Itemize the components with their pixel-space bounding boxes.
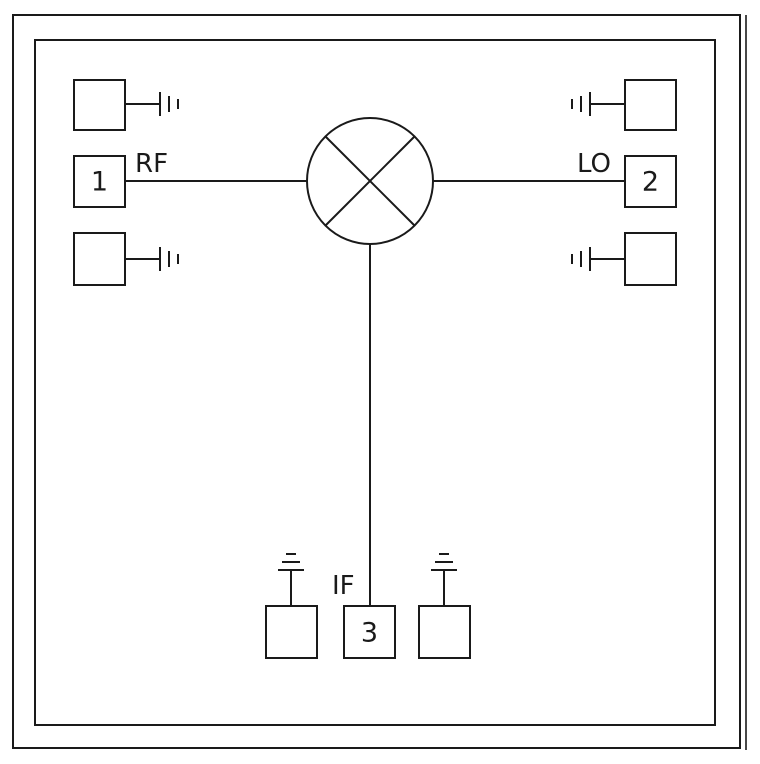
rf-port-label: RF bbox=[135, 149, 168, 179]
lo-pin-pad: 2 bbox=[624, 155, 677, 208]
if-ground-pad-left bbox=[265, 553, 318, 659]
mixer-cross-line-2 bbox=[324, 135, 416, 227]
lo-ground-pad-bottom bbox=[571, 232, 677, 286]
mixer-symbol bbox=[306, 117, 434, 245]
rf-pin-pad: 1 bbox=[73, 155, 126, 208]
lo-pin-number: 2 bbox=[642, 167, 659, 198]
rf-ground-pad-bottom bbox=[73, 232, 179, 286]
if-pin-number: 3 bbox=[361, 618, 378, 649]
lo-ground-pad-top bbox=[571, 79, 677, 131]
if-pin-pad: 3 bbox=[343, 605, 396, 659]
die-border bbox=[34, 39, 716, 726]
package-outer-border bbox=[12, 14, 741, 749]
lo-port-label: LO bbox=[577, 149, 611, 179]
if-port-label: IF bbox=[332, 571, 355, 601]
rf-ground-pad-top bbox=[73, 79, 179, 131]
rf-pin-number: 1 bbox=[91, 167, 108, 198]
if-ground-pad-right bbox=[418, 553, 471, 659]
